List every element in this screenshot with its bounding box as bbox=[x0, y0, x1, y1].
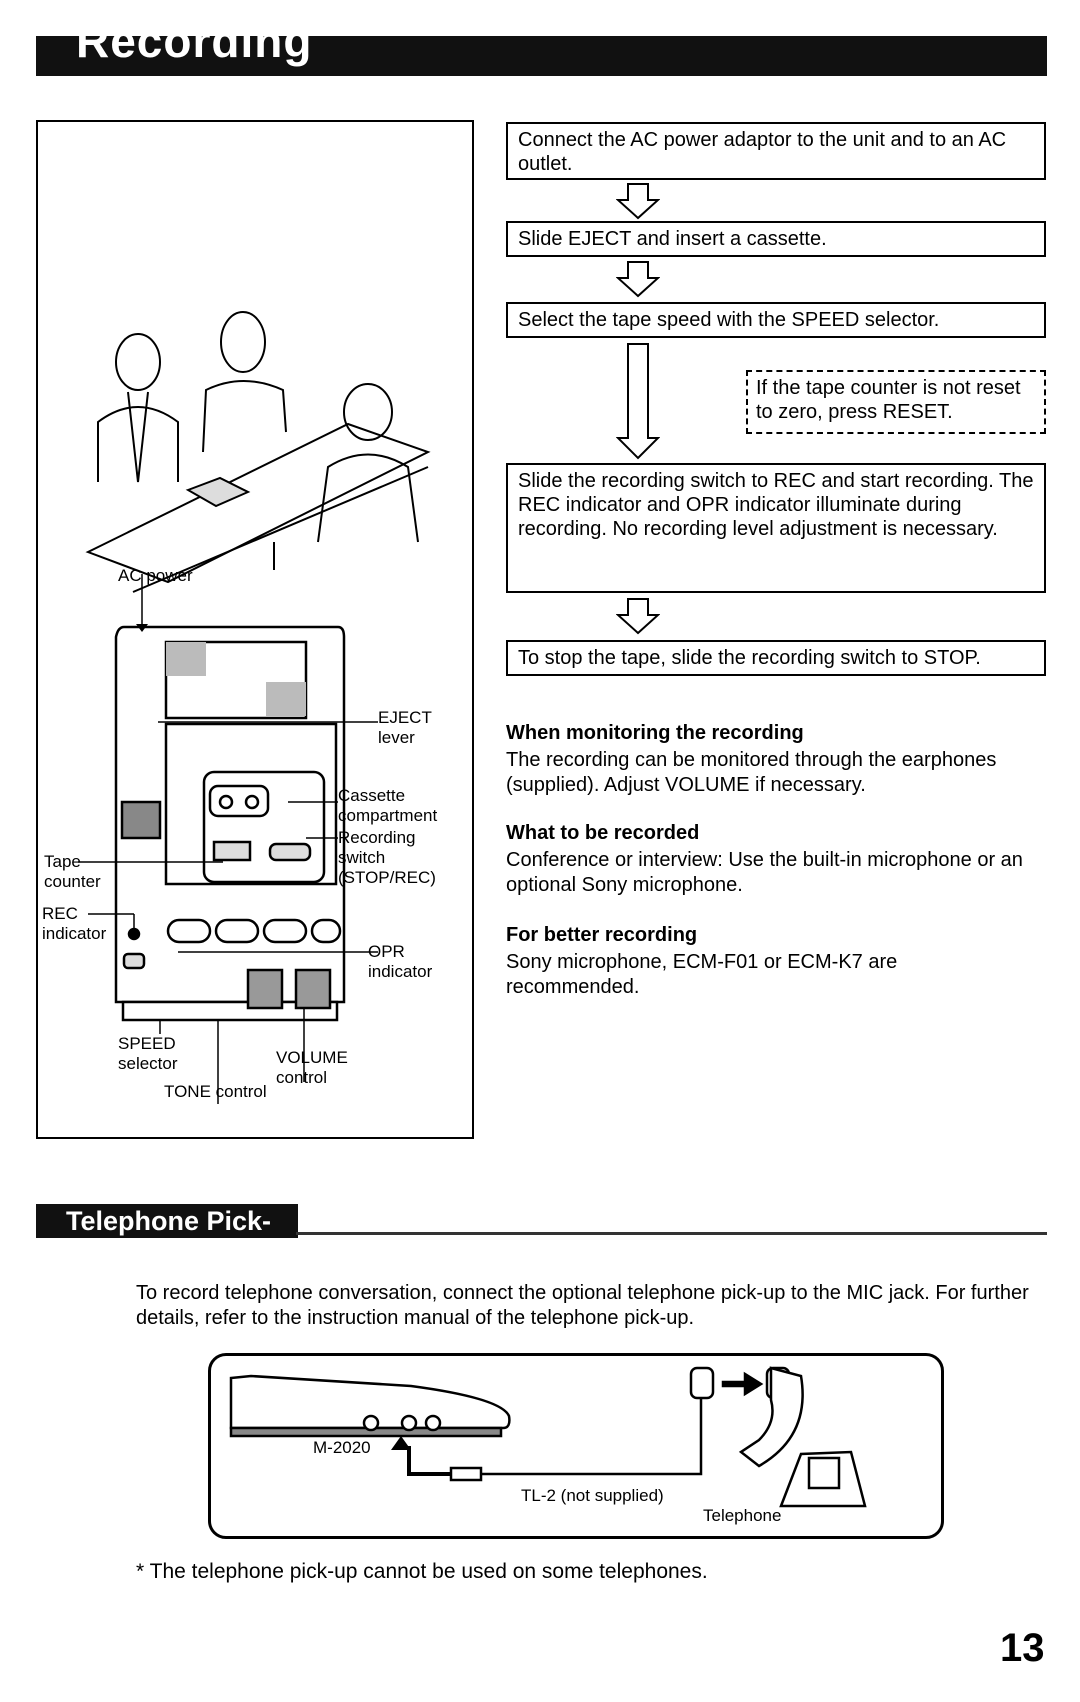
telephone-description: To record telephone conversation, connec… bbox=[136, 1282, 1029, 1329]
tip-heading-monitoring: When monitoring the recording bbox=[506, 722, 804, 744]
tone-control-label: TONE control bbox=[164, 1082, 267, 1101]
title-bar: Recording bbox=[36, 36, 1047, 76]
tip-text-better: Sony microphone, ECM-F01 or ECM-K7 are r… bbox=[506, 951, 898, 998]
tip-heading-better: For better recording bbox=[506, 924, 698, 946]
unit-label: M-2020 bbox=[313, 1438, 371, 1457]
device-illustration bbox=[114, 625, 346, 1022]
long-down-arrow-icon bbox=[616, 343, 660, 460]
tip-text-what: Conference or interview: Use the built-i… bbox=[506, 849, 1023, 896]
tip-heading-what: What to be recorded bbox=[506, 822, 700, 844]
tip-text-monitoring: The recording can be monitored through t… bbox=[506, 749, 997, 796]
step-2: Slide EJECT and insert a cassette. bbox=[506, 221, 1046, 257]
cable-label: TL-2 (not supplied) bbox=[521, 1486, 664, 1505]
page-title: Recording bbox=[76, 36, 313, 67]
meeting-scene bbox=[85, 311, 431, 593]
down-arrow-icon bbox=[616, 261, 660, 298]
telephone-diagram-drawing bbox=[229, 1366, 867, 1508]
down-arrow-icon bbox=[616, 598, 660, 635]
down-arrow-icon bbox=[616, 183, 660, 220]
step-4: Slide the recording switch to REC and st… bbox=[506, 463, 1046, 593]
reset-note: If the tape counter is not reset to zero… bbox=[746, 370, 1046, 434]
ac-power-label: AC power bbox=[118, 566, 193, 585]
footnote: * The telephone pick-up cannot be used o… bbox=[136, 1560, 708, 1583]
section-rule bbox=[296, 1232, 1047, 1235]
leader-lines bbox=[78, 574, 378, 1104]
section-title-telephone: Telephone Pick-up bbox=[36, 1204, 298, 1267]
telephone-label: Telephone bbox=[703, 1506, 782, 1525]
page-number: 13 bbox=[1000, 1626, 1045, 1670]
step-5: To stop the tape, slide the recording sw… bbox=[506, 640, 1046, 676]
telephone-diagram: M-2020 TL-2 (not supplied) Telephone bbox=[208, 1353, 944, 1539]
step-1: Connect the AC power adaptor to the unit… bbox=[506, 122, 1046, 180]
meeting-illustration bbox=[78, 311, 431, 1104]
step-3: Select the tape speed with the SPEED sel… bbox=[506, 302, 1046, 338]
